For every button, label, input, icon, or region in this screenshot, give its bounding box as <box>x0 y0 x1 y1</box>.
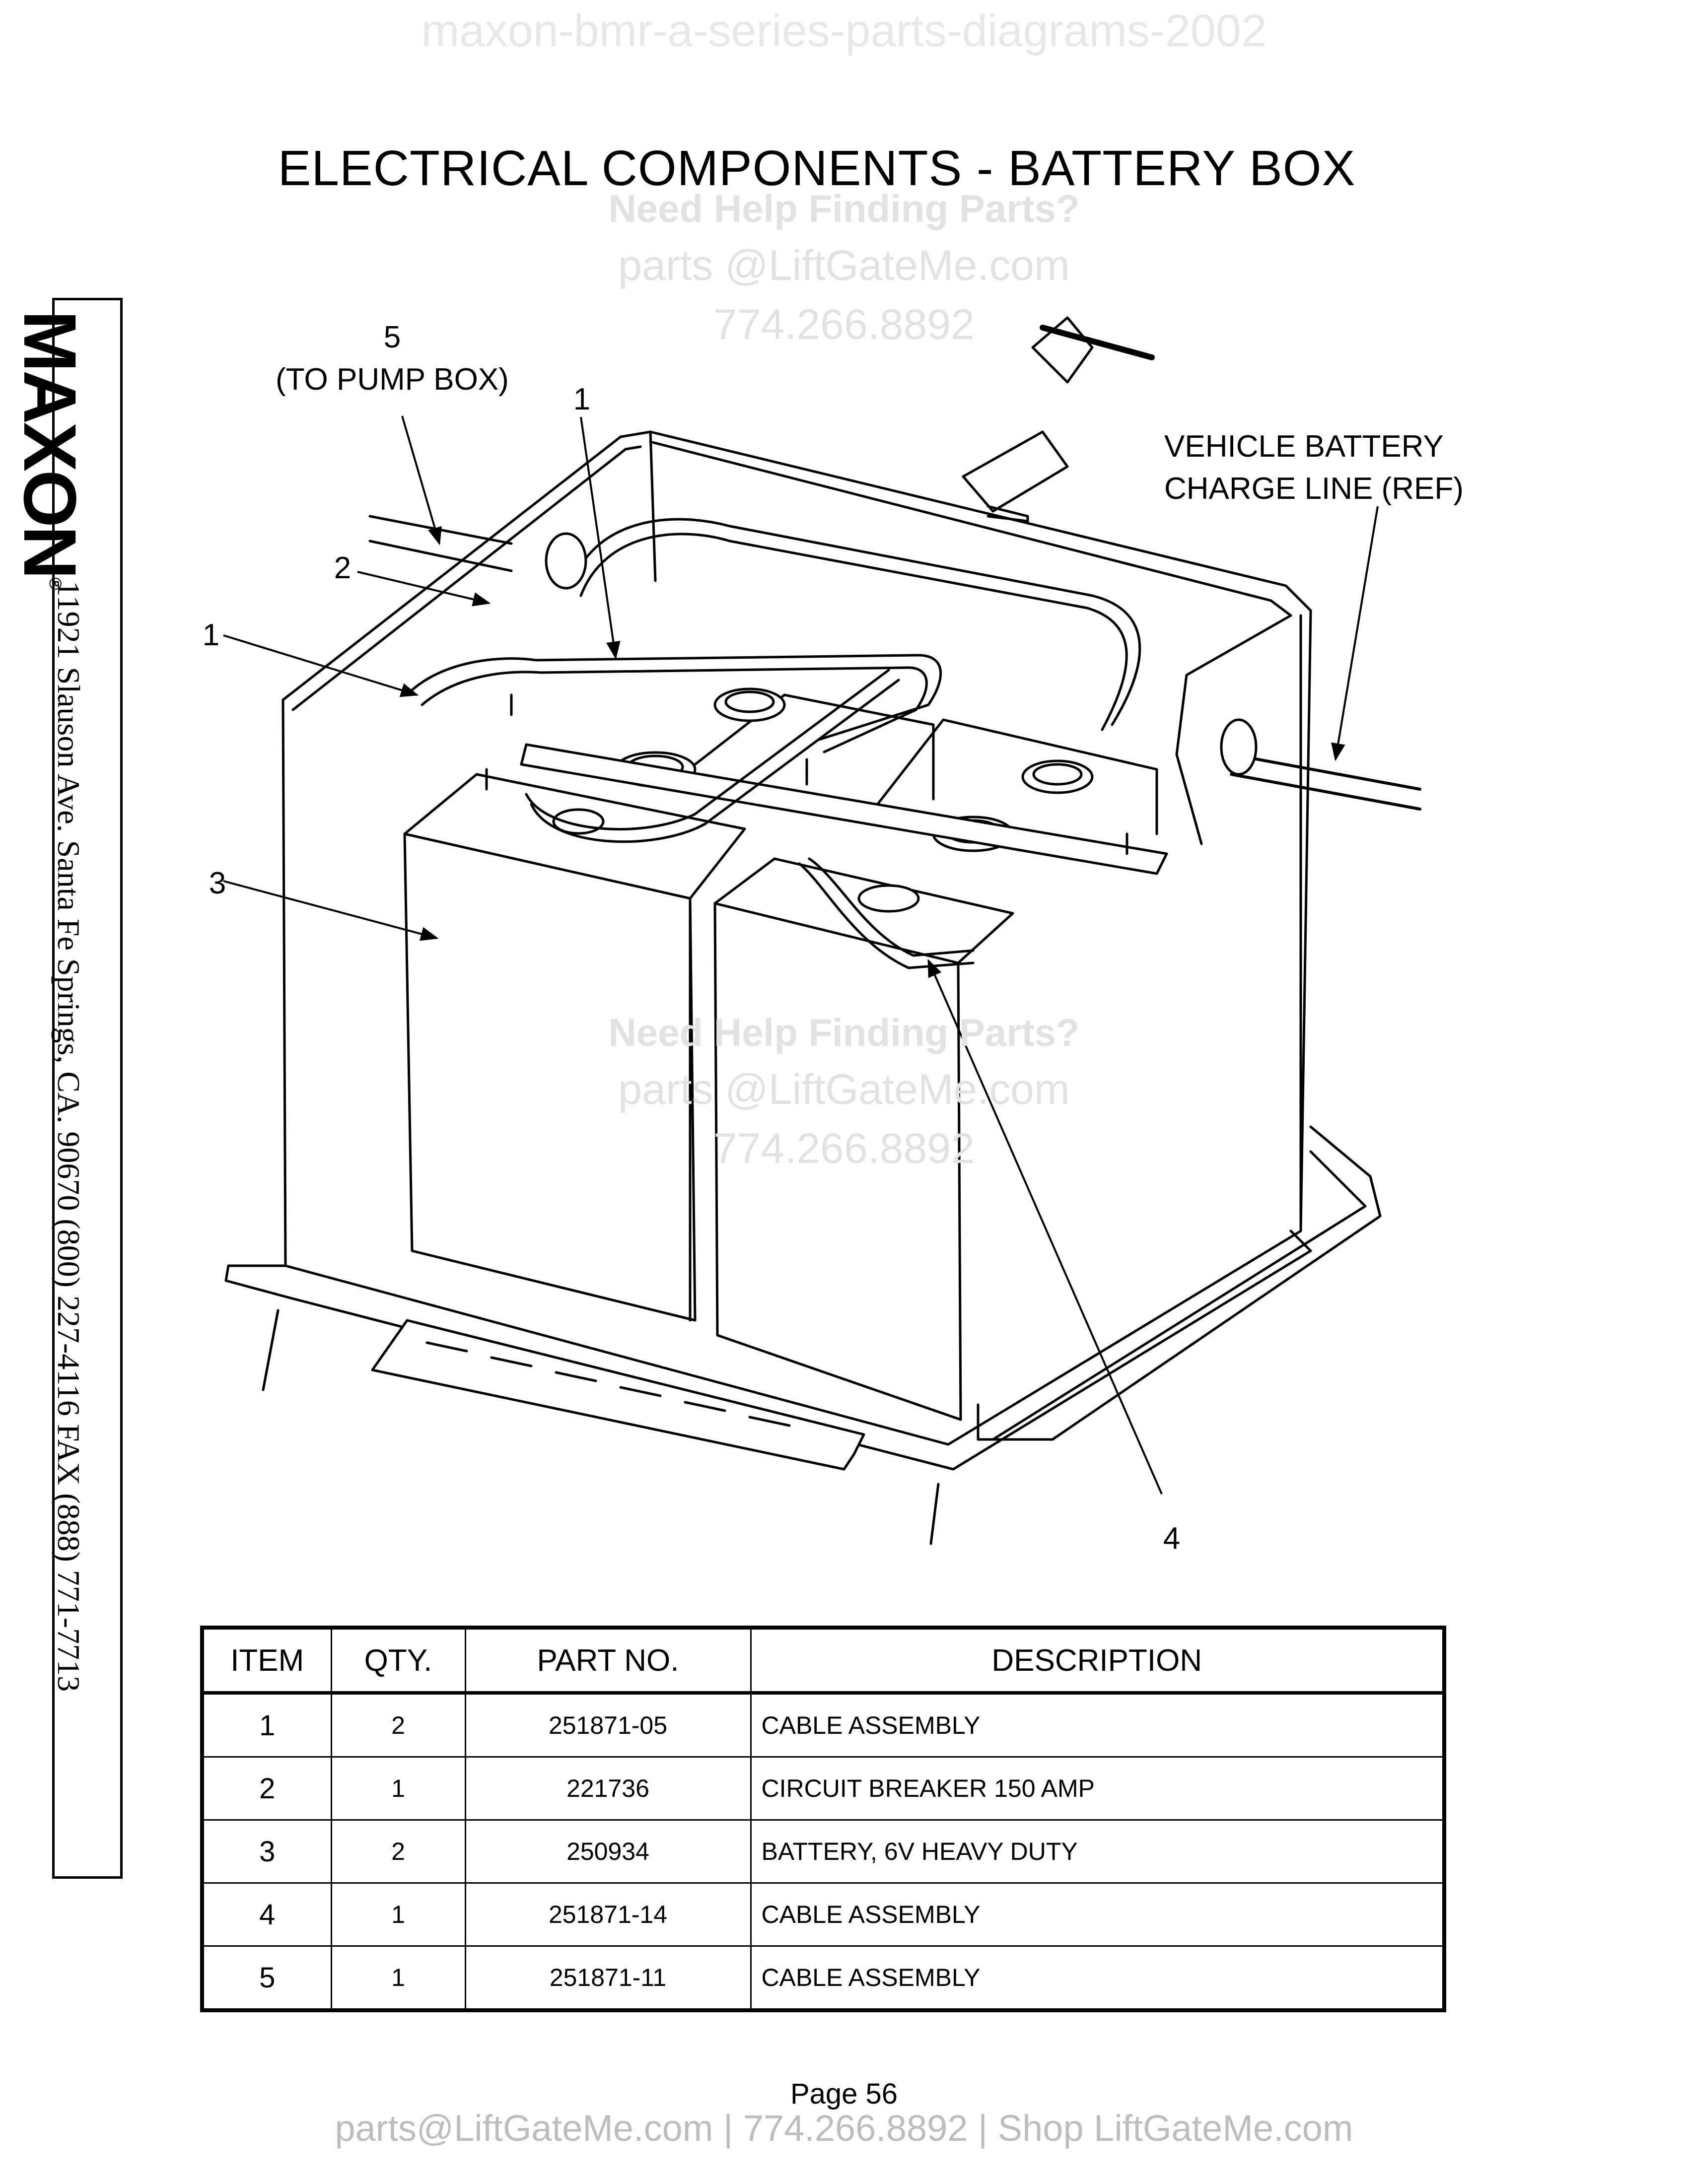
callout-4: 4 <box>1163 1521 1180 1556</box>
cell-item: 3 <box>201 1819 332 1884</box>
callout-3: 3 <box>209 866 226 900</box>
cell-item: 1 <box>201 1692 332 1758</box>
callout-1-left: 1 <box>203 618 219 652</box>
cell-qty: 1 <box>330 1945 466 2011</box>
help-watermark-middle: Need Help Finding Parts? parts @LiftGate… <box>546 1010 1142 1173</box>
table-row: 4 1 251871-14 CABLE ASSEMBLY <box>201 1882 1445 1947</box>
help-watermark-top: Need Help Finding Parts? parts @LiftGate… <box>546 186 1142 349</box>
cell-part-no: 251871-11 <box>464 1945 752 2011</box>
callout-5: 5 <box>384 320 401 354</box>
help-phone: 774.266.8892 <box>713 301 975 348</box>
table-header-row: ITEM QTY. PART NO. DESCRIPTION <box>201 1627 1445 1695</box>
cell-description: CABLE ASSEMBLY <box>750 1945 1445 2011</box>
header-item: ITEM <box>201 1627 332 1695</box>
cell-item: 5 <box>201 1945 332 2011</box>
parts-table: ITEM QTY. PART NO. DESCRIPTION 1 2 25187… <box>200 1626 1446 2012</box>
help-heading: Need Help Finding Parts? <box>608 187 1080 230</box>
cell-description: CABLE ASSEMBLY <box>750 1882 1445 1947</box>
table-row: 5 1 251871-11 CABLE ASSEMBLY <box>201 1945 1445 2011</box>
cell-description: CIRCUIT BREAKER 150 AMP <box>750 1756 1445 1821</box>
table-row: 1 2 251871-05 CABLE ASSEMBLY <box>201 1692 1445 1758</box>
callout-2: 2 <box>334 551 351 585</box>
cell-item: 4 <box>201 1882 332 1947</box>
table-row: 2 1 221736 CIRCUIT BREAKER 150 AMP <box>201 1756 1445 1821</box>
callout-1-top: 1 <box>573 382 590 416</box>
help-heading-2: Need Help Finding Parts? <box>608 1011 1080 1054</box>
table-row: 3 2 250934 BATTERY, 6V HEAVY DUTY <box>201 1819 1445 1884</box>
cell-item: 2 <box>201 1756 332 1821</box>
header-description: DESCRIPTION <box>750 1627 1445 1695</box>
battery-box-diagram: 5 (TO PUMP BOX) 1 2 1 3 4 VEHICLE BATTER… <box>203 316 1464 1556</box>
cell-description: CABLE ASSEMBLY <box>750 1692 1445 1758</box>
cell-qty: 1 <box>330 1756 466 1821</box>
vehicle-battery-label-line1: VEHICLE BATTERY <box>1164 429 1444 464</box>
help-phone-2: 774.266.8892 <box>713 1125 975 1172</box>
vehicle-battery-label-line2: CHARGE LINE (REF) <box>1164 472 1464 506</box>
footer-contact: parts@LiftGateMe.com | 774.266.8892 | Sh… <box>335 2108 1353 2149</box>
cell-description: BATTERY, 6V HEAVY DUTY <box>750 1819 1445 1884</box>
help-email: parts @LiftGateMe.com <box>618 242 1070 289</box>
cell-part-no: 221736 <box>464 1756 752 1821</box>
cell-qty: 2 <box>330 1692 466 1758</box>
top-watermark: maxon-bmr-a-series-parts-diagrams-2002 <box>421 5 1267 56</box>
cell-part-no: 251871-14 <box>464 1882 752 1947</box>
callout-5-label: (TO PUMP BOX) <box>276 362 509 397</box>
page-title: ELECTRICAL COMPONENTS - BATTERY BOX <box>278 140 1356 196</box>
header-qty: QTY. <box>330 1627 466 1695</box>
page-number: Page 56 <box>790 2078 898 2110</box>
company-sidebar: MAXON® 11921 Slauson Ave. Santa Fe Sprin… <box>8 298 123 1879</box>
cell-qty: 1 <box>330 1882 466 1947</box>
cell-part-no: 251871-05 <box>464 1692 752 1758</box>
header-part-no: PART NO. <box>464 1627 752 1695</box>
cell-qty: 2 <box>330 1819 466 1884</box>
help-email-2: parts @LiftGateMe.com <box>618 1066 1070 1113</box>
cell-part-no: 250934 <box>464 1819 752 1884</box>
